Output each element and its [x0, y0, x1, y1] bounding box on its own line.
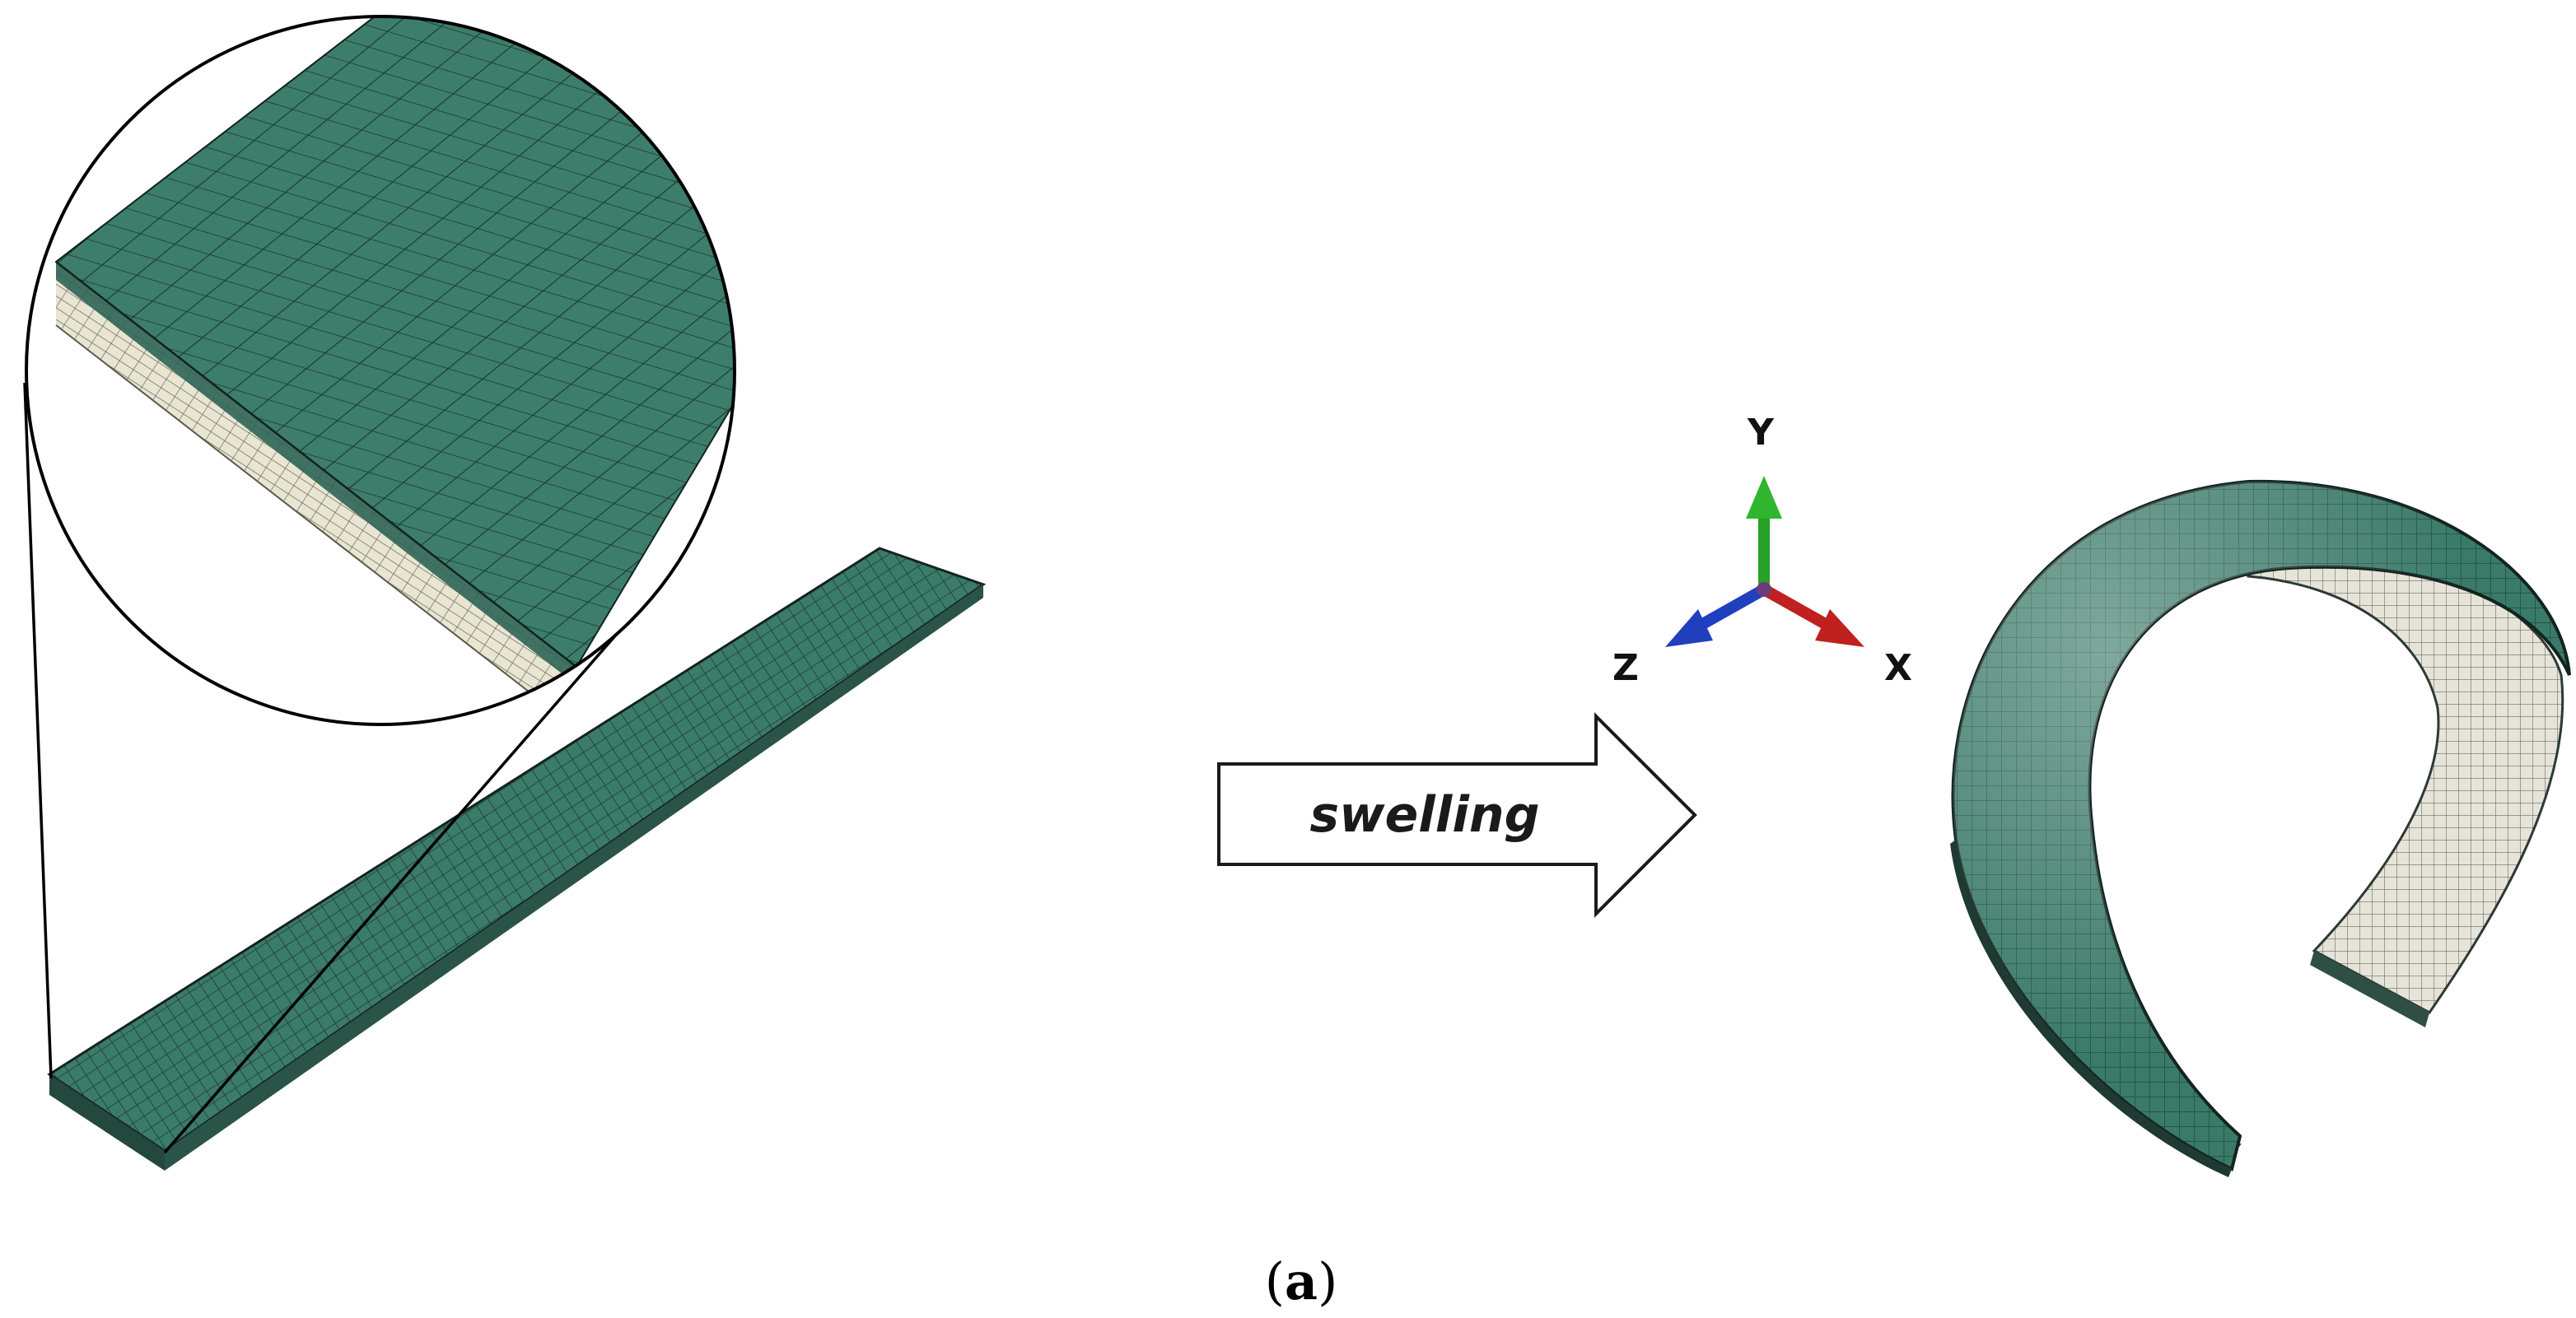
curled-ring: [1950, 479, 2571, 1177]
figure-caption: (a): [1219, 1251, 1384, 1311]
axis-triad: [1665, 476, 1864, 647]
flat-strip: [47, 547, 987, 1171]
axis-z-arrowhead: [1665, 609, 1713, 647]
axis-z-label: Z: [1612, 647, 1639, 689]
swelling-arrow: [1217, 712, 1697, 918]
axis-x-line: [1761, 584, 1832, 631]
caption-letter: a: [1284, 1251, 1318, 1311]
axis-y-label: Y: [1748, 412, 1774, 454]
caption-close-paren: ): [1318, 1251, 1338, 1311]
zoom-connector-lines: [23, 382, 669, 1154]
axis-x-arrowhead: [1815, 609, 1864, 647]
swelling-label: swelling: [1309, 786, 1540, 844]
axis-x-label: X: [1884, 647, 1912, 689]
axis-z-line: [1696, 584, 1767, 631]
axis-y-arrowhead: [1746, 476, 1782, 519]
caption-open-paren: (: [1264, 1251, 1285, 1311]
